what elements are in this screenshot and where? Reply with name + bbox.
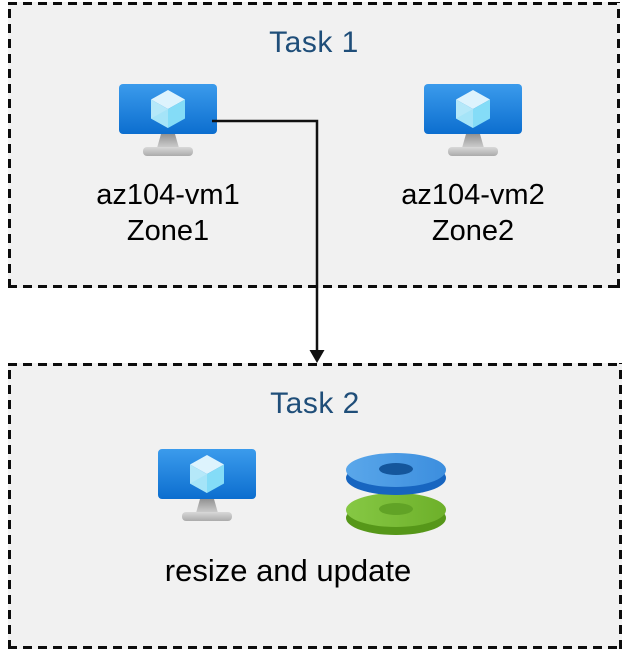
vm-name-label: az104-vm2 — [401, 179, 545, 211]
task2-group: Task 2 — [8, 363, 622, 649]
arrowhead-down-icon — [309, 350, 325, 363]
virtual-machine-icon — [119, 84, 217, 158]
virtual-machine-icon — [158, 449, 256, 523]
virtual-machine-icon — [424, 84, 522, 158]
task1-title: Task 1 — [269, 26, 359, 59]
disks-icon — [344, 445, 448, 539]
task2-caption: resize and update — [164, 553, 412, 588]
task2-title: Task 2 — [270, 387, 360, 420]
vm-zone-label: Zone2 — [431, 215, 515, 247]
vm-node-az104-vm1: az104-vm1 Zone1 — [68, 84, 268, 249]
vm-node-az104-vm2: az104-vm2 Zone2 — [373, 84, 573, 249]
vm-name-label: az104-vm1 — [96, 179, 240, 211]
vm-zone-label: Zone1 — [126, 215, 210, 247]
task1-group: Task 1 az104-vm1 Zone1 — [8, 2, 620, 288]
